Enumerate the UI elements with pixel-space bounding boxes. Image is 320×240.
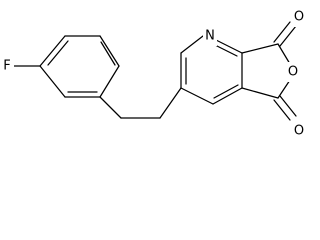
fluorophenyl-ring xyxy=(13,35,120,98)
bond-anhydride-4 xyxy=(241,87,279,99)
fluorine-label: F xyxy=(3,59,10,74)
ring-oxygen-label: O xyxy=(288,65,298,80)
bond-benzene-4 xyxy=(99,65,120,98)
bond-anhydride-2 xyxy=(277,43,291,65)
bond-carbonyl-top-b xyxy=(279,25,297,47)
carbonyl-oxygen-bottom-label: O xyxy=(294,124,304,139)
pyridine-ring xyxy=(180,35,243,105)
bond-pyridine-2 xyxy=(180,35,204,54)
bond-carbonyl-bottom-b xyxy=(279,95,297,117)
bond-anhydride-3 xyxy=(277,79,291,99)
bond-ch2-1 xyxy=(99,96,122,119)
carbonyl-oxygen-top-label: O xyxy=(294,10,304,25)
bond-anhydride-1 xyxy=(241,43,279,54)
bond-benzene-inner-2 xyxy=(100,41,116,66)
bond-pyridine-5 xyxy=(212,87,243,105)
methylene-linker xyxy=(99,87,182,119)
bond-carbonyl-bottom-a xyxy=(273,99,291,121)
anhydride-ring xyxy=(241,21,297,121)
bond-benzene-6 xyxy=(39,65,66,98)
bond-pyridine-inner-2 xyxy=(214,44,238,57)
bond-pyridine-3 xyxy=(213,38,243,54)
bond-ch2-3 xyxy=(159,87,182,119)
bond-benzene-1 xyxy=(39,35,66,67)
atom-labels: F N O O O xyxy=(0,7,307,141)
bond-pyridine-6 xyxy=(180,87,214,105)
structure-diagram: F N O O O xyxy=(0,7,307,141)
ring-nitrogen-label: N xyxy=(205,29,215,44)
bond-carbonyl-top-a xyxy=(273,21,291,43)
bond-benzene-inner-1 xyxy=(47,40,69,66)
bond-pyridine-inner-3 xyxy=(213,84,239,99)
bond-benzene-3 xyxy=(99,35,120,67)
